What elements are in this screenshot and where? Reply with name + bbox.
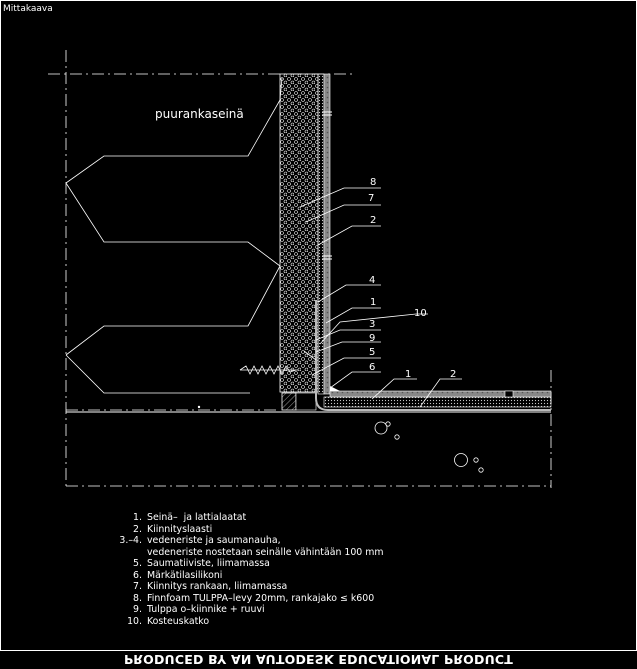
callout-label: 1 bbox=[405, 369, 411, 380]
callout-label: 3 bbox=[369, 319, 375, 330]
wall-mortar bbox=[317, 73, 325, 395]
callout-label: 1 bbox=[370, 297, 376, 308]
legend-text: Tulppa o–kiinnike + ruuvi bbox=[147, 604, 265, 615]
legend-number: 2. bbox=[133, 523, 142, 535]
legend-item: vedeneriste nostetaan seinälle vähintään… bbox=[106, 547, 384, 559]
legend-number: 6. bbox=[133, 569, 142, 581]
wall-label: puurankaseinä bbox=[155, 107, 244, 121]
floor-tile bbox=[329, 390, 552, 398]
legend-number: 5. bbox=[133, 558, 142, 569]
base-block bbox=[281, 392, 297, 411]
legend-number bbox=[106, 547, 147, 559]
legend: 1. Seinä– ja lattialaatat 2. Kiinnityslaas… bbox=[106, 512, 384, 628]
viewport-title: Mittakaava bbox=[3, 4, 53, 14]
leader-lines bbox=[299, 187, 462, 408]
legend-text: vedeneriste nostetaan seinälle vähintään… bbox=[147, 546, 384, 558]
legend-text: Seinä– ja lattialaatat bbox=[147, 512, 247, 523]
floor-tile-joint bbox=[504, 390, 514, 398]
silicone-joint bbox=[330, 386, 340, 391]
legend-item: 10. Kosteuskatko bbox=[106, 616, 384, 628]
callout-label: 7 bbox=[368, 193, 374, 204]
screw-anchor bbox=[239, 365, 298, 375]
callout-label: 9 bbox=[369, 333, 375, 344]
legend-number: 3.–4. bbox=[119, 535, 142, 546]
legend-item: 3.–4. vedeneriste ja saumanauha, bbox=[106, 535, 384, 547]
legend-number: 10. bbox=[127, 615, 142, 627]
legend-number: 9. bbox=[133, 604, 142, 615]
screw-dot bbox=[197, 405, 201, 409]
legend-item: 6. Märkätilasilikoni bbox=[106, 570, 384, 582]
callout-label: 4 bbox=[369, 275, 375, 286]
legend-item: 1. Seinä– ja lattialaatat bbox=[106, 512, 384, 524]
concrete-aggregate bbox=[374, 421, 484, 473]
callout-label: 5 bbox=[369, 347, 375, 358]
callout-label: 10 bbox=[414, 308, 427, 319]
legend-text: Saumatiiviste, liimamassa bbox=[147, 558, 270, 569]
legend-item: 5. Saumatiiviste, liimamassa bbox=[106, 558, 384, 570]
callouts: 8 7 2 4 1 10 3 9 5 6 1 2 bbox=[368, 177, 456, 380]
legend-text: Kiinnitys rankaan, liimamassa bbox=[147, 581, 288, 592]
legend-item: 2. Kiinnityslaasti bbox=[106, 524, 384, 536]
break-lines bbox=[65, 77, 283, 394]
callout-label: 6 bbox=[369, 362, 375, 373]
legend-item: 8. Finnfoam TULPPA–levy 20mm, rankajako ≤… bbox=[106, 593, 384, 605]
callout-label: 2 bbox=[370, 215, 376, 226]
legend-text: Kosteuskatko bbox=[147, 615, 210, 627]
floor-mortar bbox=[323, 396, 552, 408]
legend-text: vedeneriste ja saumanauha, bbox=[147, 535, 281, 546]
legend-item: 9. Tulppa o–kiinnike + ruuvi bbox=[106, 604, 384, 616]
legend-text: Finnfoam TULPPA–levy 20mm, rankajako ≤ k… bbox=[147, 592, 375, 604]
callout-label: 8 bbox=[370, 177, 376, 188]
legend-number: 7. bbox=[133, 581, 142, 592]
extent-lines bbox=[48, 50, 552, 488]
insulation-board bbox=[279, 73, 319, 393]
educational-watermark: PRODUCED BY AN AUTODESK EDUCATIONAL PROD… bbox=[123, 652, 514, 667]
wall-tile bbox=[323, 73, 331, 395]
legend-text: Märkätilasilikoni bbox=[147, 569, 223, 581]
callout-label: 2 bbox=[450, 369, 456, 380]
legend-number: 1. bbox=[133, 512, 142, 523]
legend-item: 7. Kiinnitys rankaan, liimamassa bbox=[106, 581, 384, 593]
legend-text: Kiinnityslaasti bbox=[147, 523, 213, 535]
membrane bbox=[315, 300, 551, 411]
base-strip bbox=[295, 392, 317, 411]
legend-number: 8. bbox=[133, 592, 142, 604]
